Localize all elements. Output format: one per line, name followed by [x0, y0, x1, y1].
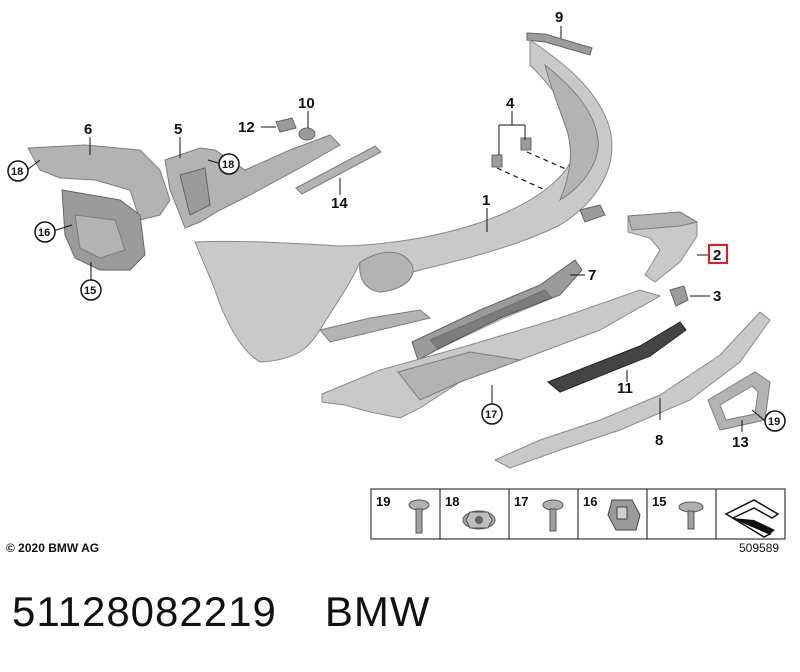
callout-18-left[interactable]: 18 [11, 166, 23, 178]
leader-lines [26, 26, 765, 432]
screw-icon [542, 499, 564, 532]
callout-13[interactable]: 13 [732, 434, 749, 451]
callout-17[interactable]: 17 [485, 409, 497, 421]
callout-9[interactable]: 9 [555, 9, 563, 26]
callouts: 9 1 2 3 4 5 6 7 8 10 11 12 13 14 15 16 1… [7, 9, 786, 451]
panel-symbol-icon [724, 499, 780, 538]
part-1-shape [194, 39, 613, 363]
diagram-number: 509589 [739, 541, 780, 555]
screw-icon [678, 501, 704, 530]
part-7-shape [411, 259, 583, 361]
legend-cell-18[interactable]: 18 [445, 494, 459, 509]
callout-19[interactable]: 19 [768, 416, 780, 428]
nut-icon [462, 510, 496, 530]
fastener-legend: 19 18 17 16 15 [370, 488, 786, 540]
callout-3[interactable]: 3 [713, 288, 721, 305]
callout-16[interactable]: 16 [38, 227, 50, 239]
callout-15[interactable]: 15 [84, 285, 96, 297]
part-10-shape [298, 127, 316, 141]
callout-6[interactable]: 6 [84, 121, 92, 138]
callout-14[interactable]: 14 [331, 195, 348, 212]
callout-12[interactable]: 12 [238, 119, 255, 136]
callout-4[interactable]: 4 [506, 95, 515, 112]
callout-1[interactable]: 1 [482, 192, 490, 209]
parts-diagram: 9 1 2 3 4 5 6 7 8 10 11 12 13 14 15 16 1… [7, 9, 786, 540]
clip-nut-icon [607, 499, 641, 531]
legend-cell-16[interactable]: 16 [583, 494, 597, 509]
part-2-shape [627, 211, 699, 283]
callout-11[interactable]: 11 [617, 380, 633, 397]
callout-7[interactable]: 7 [588, 267, 596, 284]
part-number: 51128082219 [12, 588, 277, 635]
part-info-footer: 51128082219 BMW [12, 588, 430, 636]
left-lower-bracket-shape [61, 189, 146, 271]
part-12-shape [275, 117, 297, 133]
legend-cell-15[interactable]: 15 [652, 494, 666, 509]
part-13-shape [707, 371, 771, 431]
callout-8[interactable]: 8 [655, 432, 663, 449]
legend-cell-17[interactable]: 17 [514, 494, 528, 509]
screw-icon [408, 499, 430, 534]
callout-18-right[interactable]: 18 [222, 159, 234, 171]
part-9-shape [526, 32, 593, 56]
part-14-shape [295, 145, 382, 195]
callout-2-box [708, 244, 728, 264]
part-6-shape [27, 144, 171, 221]
part-4-shape [491, 137, 569, 191]
callout-5[interactable]: 5 [174, 121, 182, 138]
part-11-shape [547, 321, 687, 393]
copyright-text: © 2020 BMW AG [6, 541, 100, 555]
part-3-shape [669, 285, 689, 307]
callout-10[interactable]: 10 [298, 95, 315, 112]
legend-cell-19[interactable]: 19 [376, 494, 390, 509]
brand-name: BMW [324, 588, 431, 635]
callout-2[interactable]: 2 [713, 247, 721, 264]
part-8-shape [493, 311, 771, 469]
part-5-shape [164, 134, 341, 229]
part-17-shape [321, 289, 662, 419]
